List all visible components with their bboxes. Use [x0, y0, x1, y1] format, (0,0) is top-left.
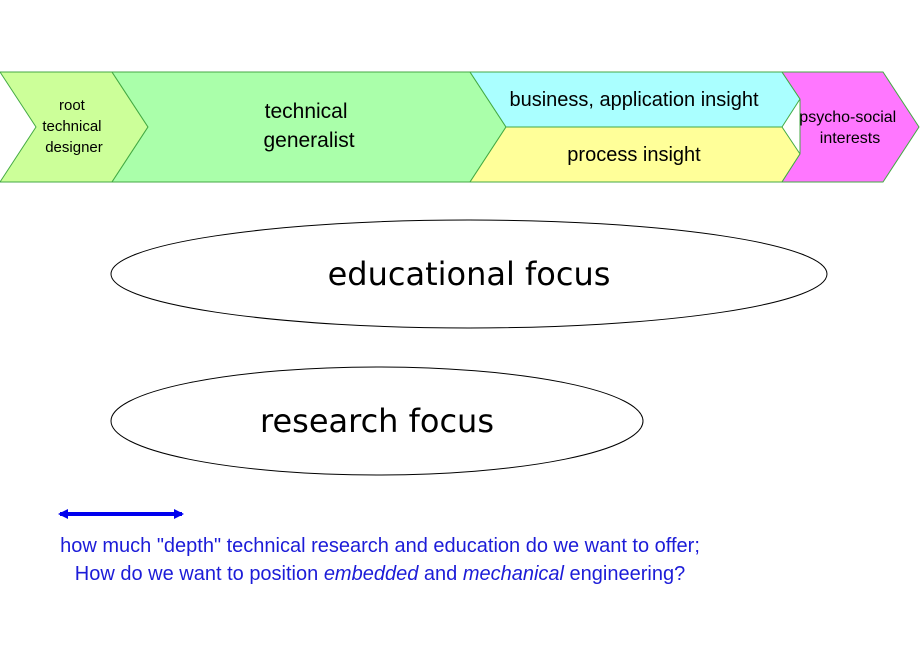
chevron-business-shape: [469, 71, 801, 128]
chevron-process-label: process insight: [567, 144, 701, 166]
chevron-business-label: business, application insight: [509, 89, 758, 111]
research-focus-label: research focus: [260, 402, 494, 440]
educational-focus-ellipse: [110, 219, 828, 329]
research-focus-ellipse: [110, 366, 644, 476]
chevron-root-label: root technical designer: [42, 97, 105, 156]
chevron-generalist-label: technical generalist: [263, 100, 354, 152]
caption-line-2-part-3: engineering?: [564, 563, 686, 585]
chevron-root-technical-designer: root technical designer: [0, 71, 149, 183]
chevron-psycho-label: psycho-social interests: [799, 109, 900, 147]
caption-emphasis-embedded: embedded: [323, 563, 419, 585]
caption-emphasis-mechanical: mechanical: [462, 563, 564, 585]
chevron-technical-generalist: technical generalist: [111, 71, 507, 183]
educational-focus-label: educational focus: [328, 255, 611, 293]
ellipse-research-focus: research focus: [110, 366, 644, 476]
chevron-psycho-social-interests: psycho-social interests: [781, 71, 920, 183]
ellipse-educational-focus: educational focus: [110, 219, 828, 329]
caption-line-2-part-2: and: [418, 563, 463, 585]
caption-line-1: how much "depth" technical research and …: [60, 535, 700, 557]
chevron-generalist-shape: [111, 71, 507, 183]
caption-line-2: How do we want to position embedded and …: [0, 563, 760, 586]
chevron-psycho-shape: [781, 71, 920, 183]
chevron-business-application-insight: business, application insight: [469, 71, 801, 128]
caption-line-2-part-1: How do we want to position: [74, 563, 324, 585]
chevron-process-insight: process insight: [469, 126, 801, 183]
